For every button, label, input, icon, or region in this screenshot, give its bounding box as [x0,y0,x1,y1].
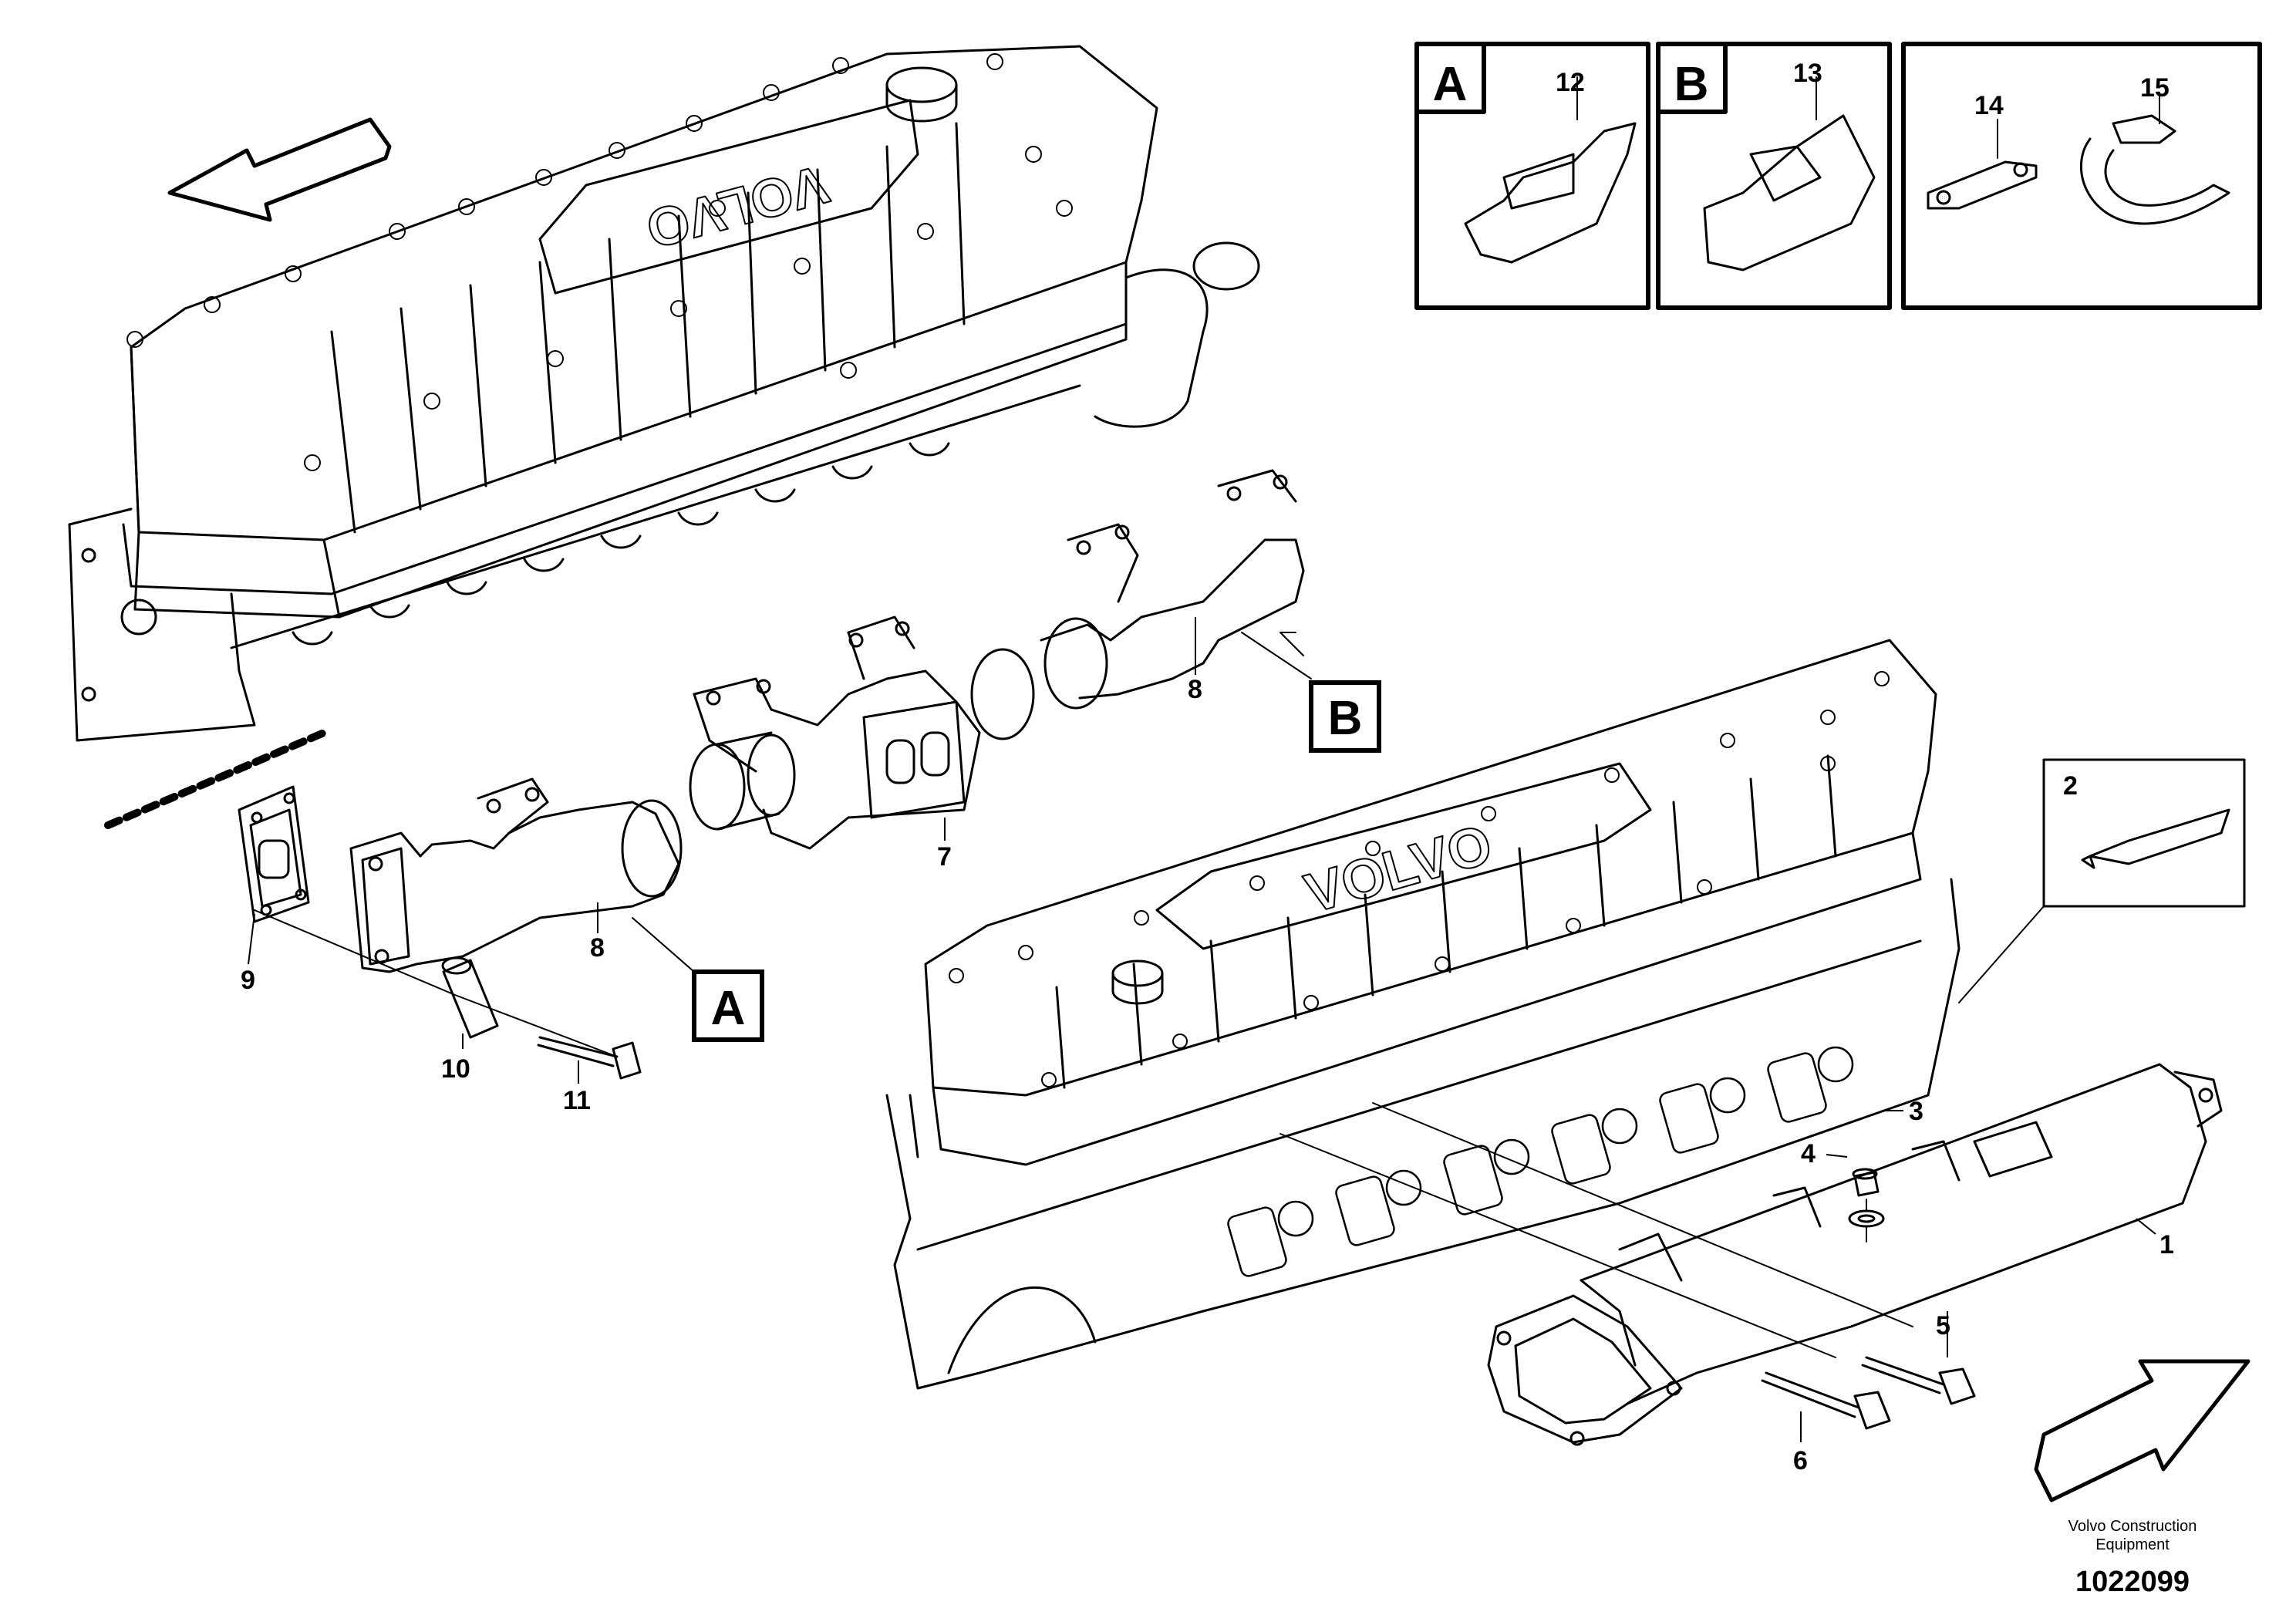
detail-label-b-main: B [1309,680,1381,753]
part-2-sealant-box [1958,758,2246,1003]
svg-text:A: A [711,982,746,1035]
callout-1: 1 [2159,1230,2174,1259]
callout-9: 9 [241,966,255,995]
part-6-bolt [1761,1371,1891,1430]
inset-clamps [1901,42,2262,310]
inset-detail-b [1656,42,1892,310]
part-8-manifold-section-b [1040,469,1305,710]
part-5-bolt [1861,1356,1976,1405]
direction-arrow-right-icon [2034,1359,2250,1502]
inset-detail-a [1414,42,1650,310]
callout-12: 12 [1556,68,1585,97]
footer: Volvo Construction Equipment 1022099 [2068,1518,2197,1598]
part-7-center-manifold [693,615,1035,850]
callout-5: 5 [1936,1311,1950,1340]
detail-label-a-inset: A [1433,58,1468,111]
part-10-spacer [441,956,499,1039]
callout-7: 7 [937,842,952,872]
callout-6: 6 [1793,1446,1808,1475]
part-4-washer [1848,1209,1885,1228]
company-name-line1: Volvo Construction [2068,1518,2197,1535]
detail-label-a-main: A [692,969,764,1042]
company-name-line2: Equipment [2095,1536,2170,1553]
detail-label-b-inset: B [1674,58,1709,111]
callout-8-upper: 8 [1188,675,1202,704]
part-3-plug [1852,1168,1880,1197]
callout-15: 15 [2140,73,2170,103]
part-11-bolt [537,1036,642,1080]
direction-arrow-left-icon [167,117,392,222]
assembly-dashed-line [104,729,328,829]
part-1-exhaust-manifold [1487,1063,2223,1446]
part-8-manifold-section-a [349,777,683,973]
slip-joint-ring [689,731,796,831]
callout-4: 4 [1801,1139,1816,1168]
lower-cylinder-head: VOLVO [885,639,1961,1390]
svg-text:B: B [1328,692,1363,745]
callout-14: 14 [1974,91,2004,120]
callout-3: 3 [1909,1097,1923,1126]
part-callouts: 1 2 3 4 5 6 7 8 8 9 10 11 12 13 14 15 [241,59,2174,1475]
callout-10: 10 [441,1054,470,1084]
valve-cover-engraving-2: VOLVO [1299,813,1499,925]
drawing-number: 1022099 [2075,1566,2190,1598]
part-9-gasket [238,785,310,923]
callout-8-lower: 8 [590,933,605,963]
callout-2: 2 [2063,771,2078,801]
callout-13: 13 [1793,59,1822,88]
callout-11: 11 [563,1086,591,1115]
